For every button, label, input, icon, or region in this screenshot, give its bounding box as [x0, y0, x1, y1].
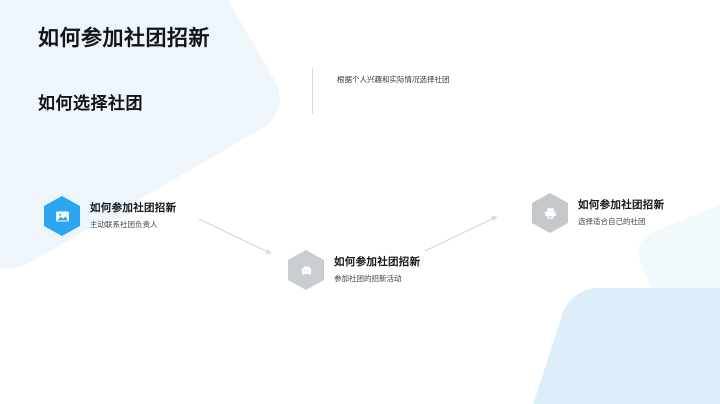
armchair-icon: [288, 250, 324, 290]
timeline-node-b[interactable]: 如何参加社团招新 参加社团的招新活动: [288, 250, 420, 290]
bottom-right-angled-shape: [509, 288, 720, 404]
page-title: 如何参加社团招新: [38, 27, 210, 50]
image-icon: [44, 196, 80, 236]
node-c-title: 如何参加社团招新: [578, 198, 665, 211]
node-a-title: 如何参加社团招新: [90, 201, 177, 214]
timeline-node-c[interactable]: 如何参加社团招新 选择适合自己的社团: [532, 193, 664, 233]
node-b-text: 如何参加社团招新 参加社团的招新活动: [334, 256, 420, 284]
node-c-text: 如何参加社团招新 选择适合自己的社团: [578, 199, 664, 227]
bottom-right-blob-shape: [570, 314, 720, 404]
node-b-title: 如何参加社团招新: [334, 255, 421, 268]
note-vertical-rule: [312, 68, 313, 114]
connector-a-to-b: [198, 218, 270, 253]
side-note: 根据个人兴趣和实际情况选择社团: [312, 68, 450, 114]
node-b-description: 参加社团的招新活动: [334, 274, 402, 284]
node-a-description: 主动联系社团负责人: [90, 220, 158, 230]
timeline-node-a[interactable]: 如何参加社团招新 主动联系社团负责人: [44, 196, 176, 236]
connector-b-to-c: [424, 217, 496, 252]
node-a-text: 如何参加社团招新 主动联系社团负责人: [90, 202, 176, 230]
node-c-description: 选择适合自己的社团: [578, 217, 646, 227]
note-text: 根据个人兴趣和实际情况选择社团: [337, 75, 450, 84]
section-heading: 如何选择社团: [38, 94, 143, 113]
printer-icon: [532, 193, 568, 233]
